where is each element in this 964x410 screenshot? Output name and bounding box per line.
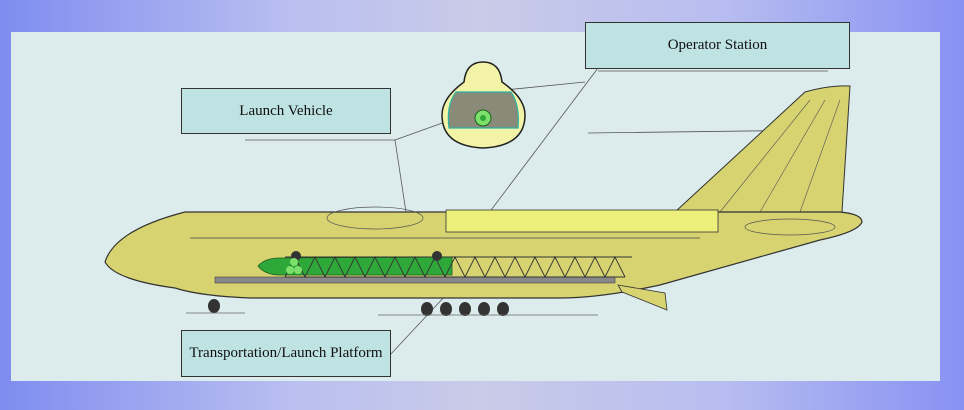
- launch-vehicle-label: Launch Vehicle: [181, 88, 391, 134]
- operator-station-label: Operator Station: [585, 22, 850, 69]
- launch-vehicle: [257, 256, 453, 276]
- upper-deck: [445, 209, 719, 233]
- tail-fin: [673, 85, 851, 213]
- fuselage: [104, 211, 863, 299]
- landing-gear: [208, 299, 509, 316]
- transportation-launch-platform-label: Transportation/Launch Platform: [181, 330, 391, 377]
- cross-section-view: [441, 61, 526, 149]
- launch-platform-truss: [284, 255, 632, 279]
- flap: [617, 284, 668, 311]
- cargo-floor: [214, 276, 616, 284]
